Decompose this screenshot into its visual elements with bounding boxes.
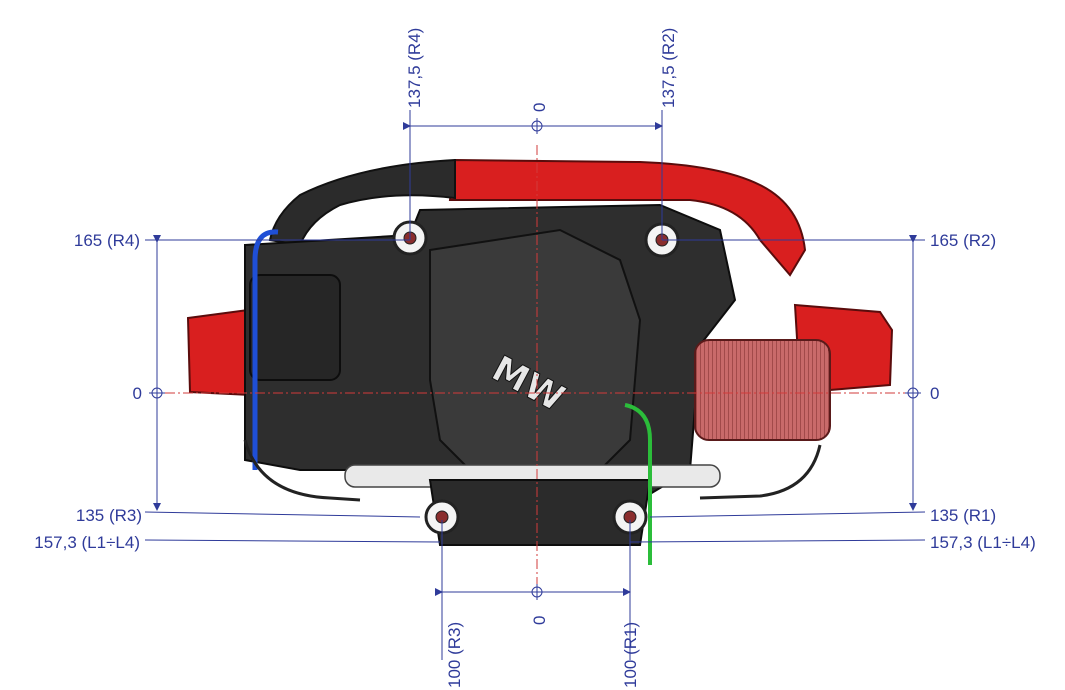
- top-left-label: 137,5 (R4): [405, 28, 424, 108]
- left-intake-box: [186, 308, 252, 397]
- left-canister: [249, 274, 341, 381]
- red-intake-pipe: [448, 158, 807, 277]
- left-height-dimension: [144, 235, 441, 543]
- left-upper-label: 165 (R4): [74, 231, 140, 250]
- timing-cover: [429, 228, 642, 471]
- left-bottom-label: 157,3 (L1÷L4): [34, 533, 140, 552]
- bottom-right-label: 100 (R1): [621, 622, 640, 688]
- bottom-left-label: 100 (R3): [445, 622, 464, 688]
- green-hose: [624, 403, 652, 565]
- engine-illustration: MW: [186, 158, 894, 565]
- black-hose-left: [243, 439, 361, 502]
- right-height-dimension: [629, 235, 926, 543]
- top-right-label: 137,5 (R2): [659, 28, 678, 108]
- bottom-width-dimension: [435, 520, 631, 660]
- right-bottom-label: 157,3 (L1÷L4): [930, 533, 1036, 552]
- bottom-center-label: 0: [530, 616, 549, 625]
- top-width-dimension: [403, 110, 663, 240]
- left-lower-label: 135 (R3): [76, 506, 142, 525]
- top-center-label: 0: [530, 103, 549, 112]
- right-upper-label: 165 (R2): [930, 231, 996, 250]
- right-center-label: 0: [930, 384, 939, 403]
- air-filter: [694, 339, 831, 441]
- left-center-label: 0: [133, 384, 142, 403]
- right-lower-label: 135 (R1): [930, 506, 996, 525]
- black-hose-right: [699, 444, 822, 500]
